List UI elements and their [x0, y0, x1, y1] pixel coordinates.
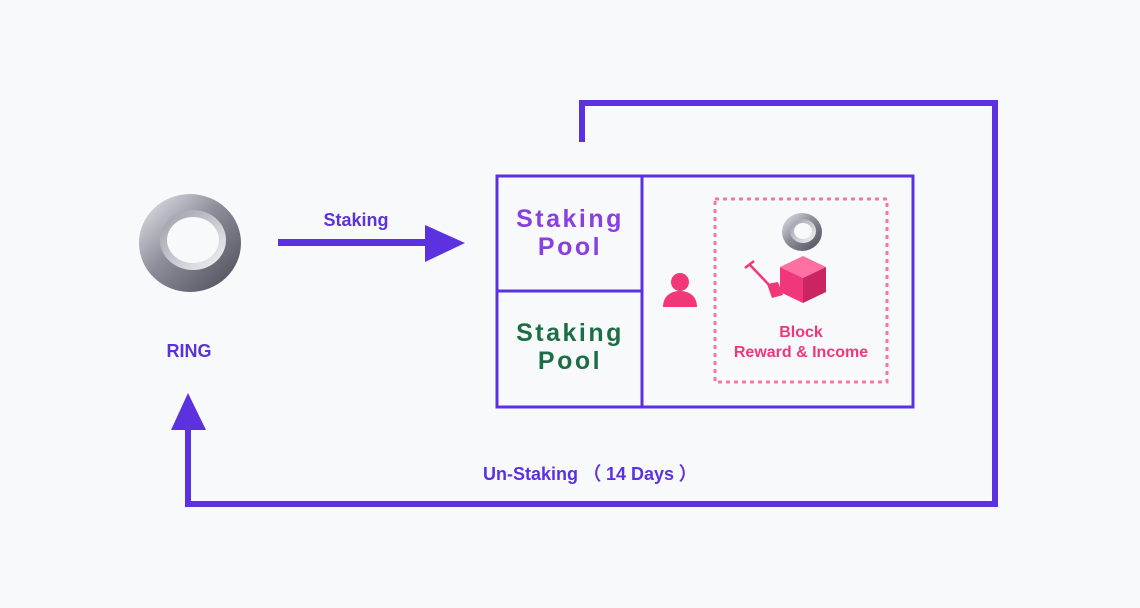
- ring-label: RING: [166, 341, 212, 361]
- unstaking-label: Un-Staking （ 14 Days ）: [482, 464, 698, 484]
- reward-line1: Block: [779, 324, 823, 341]
- return-loop-line: [185, 100, 998, 507]
- shovel-icon: [744, 260, 783, 298]
- staking-arrow: [278, 225, 465, 262]
- user-icon: [663, 273, 697, 307]
- block-reward-label: Block Reward & Income: [716, 323, 886, 363]
- pool-top-line2: Pool: [537, 233, 603, 261]
- unstaking-arrowhead: [171, 393, 206, 430]
- small-ring-icon: [782, 213, 822, 251]
- staking-pool-container: [495, 174, 915, 409]
- staking-label: Staking: [323, 210, 389, 230]
- block-cube-icon: [780, 256, 826, 303]
- pool-top-line1: Staking: [516, 205, 624, 233]
- ring-logo-icon: [139, 194, 241, 292]
- staking-pool-bottom: Staking Pool: [498, 319, 642, 375]
- pool-bottom-line2: Pool: [537, 347, 603, 375]
- reward-box: [713, 197, 889, 384]
- reward-line2: Reward & Income: [733, 344, 869, 361]
- staking-pool-top: Staking Pool: [498, 205, 642, 261]
- pool-bottom-line1: Staking: [516, 319, 624, 347]
